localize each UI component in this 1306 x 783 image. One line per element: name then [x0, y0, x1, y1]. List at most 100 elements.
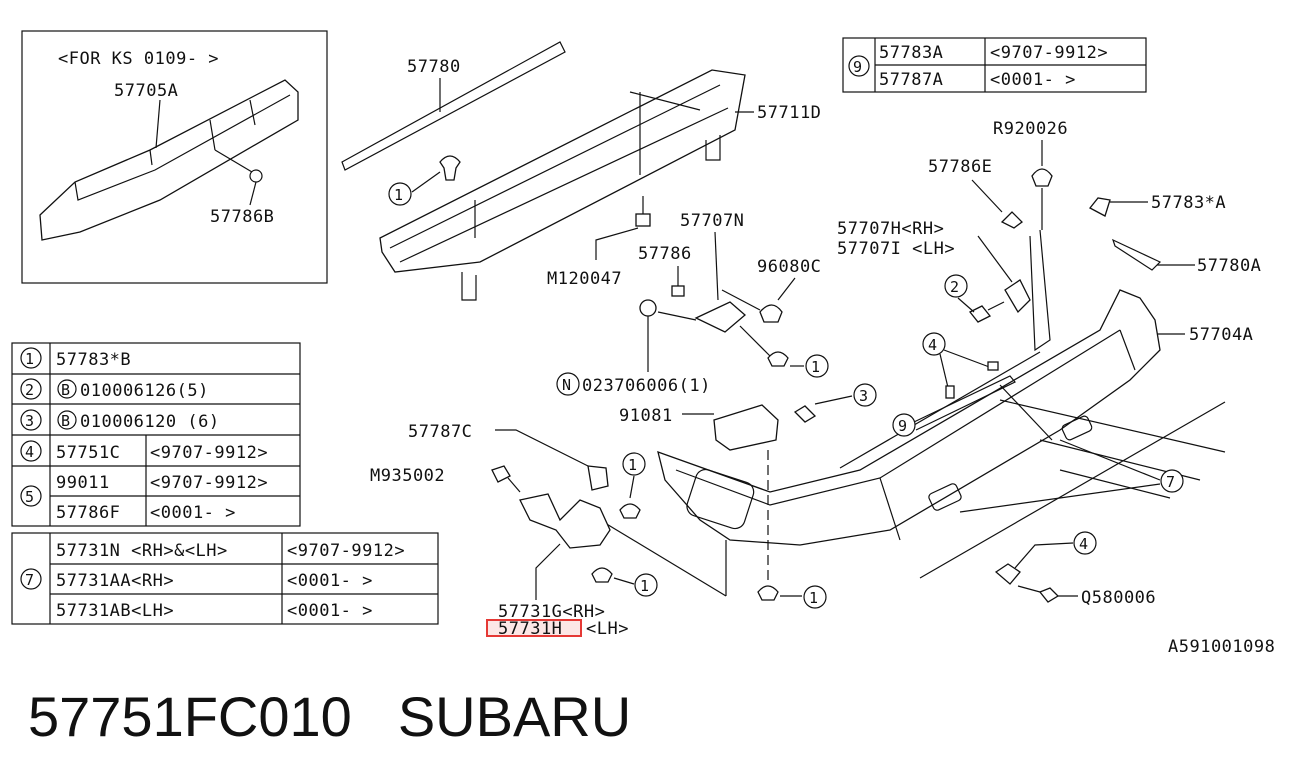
legend-7-row2-range: <0001- > [287, 571, 373, 591]
callout-3: 3 [859, 387, 869, 405]
bumper-beam: 57780 57711D 1 M120047 [341, 41, 821, 301]
label-57786E: 57786E [928, 157, 992, 177]
callout-1c: 1 [809, 589, 819, 607]
legend-ref-2: 2 [25, 381, 35, 399]
clip-icon [1031, 168, 1053, 187]
reflector-91081 [713, 404, 779, 451]
bracket-57787C [587, 465, 609, 491]
legend-ref-3: 3 [25, 412, 35, 430]
legend-row1-part: 57783*B [56, 350, 131, 370]
legend-7-row1-part: 57731N <RH>&<LH> [56, 541, 228, 561]
absorber-shape [39, 79, 299, 241]
part-number: 57751FC010 [28, 684, 352, 748]
label-57780A: 57780A [1197, 256, 1261, 276]
clip-icon [994, 563, 1021, 585]
label-57731G: 57731G<RH> [498, 602, 605, 622]
callout-9: 9 [898, 417, 908, 435]
legend-7-row1-range: <9707-9912> [287, 541, 405, 561]
table-9-row1-range: <9707-9912> [990, 43, 1108, 63]
callout-1d: 1 [628, 456, 638, 474]
clip-icon [1000, 211, 1023, 229]
label-57731H: 57731H [498, 619, 562, 639]
n-mark: N [562, 376, 572, 394]
bumper-cover [657, 229, 1226, 579]
legend-row5-part: 99011 [56, 473, 110, 493]
cover-callouts: 4 9 7 4 Q580006 [892, 332, 1184, 608]
legend-row5-range: <9707-9912> [150, 473, 268, 493]
legend-table-1-6: 1 2 3 4 5 57783*B B 010006126(5) B 01000… [11, 342, 301, 527]
table-9-row2-part: 57787A [879, 70, 943, 90]
callout-2: 2 [950, 278, 960, 296]
legend-7-row3-part: 57731AB<LH> [56, 601, 174, 621]
label-96080C: 96080C [757, 257, 821, 277]
callout-7: 7 [1166, 473, 1176, 491]
clip-icon [759, 304, 783, 323]
parts-diagram: <FOR KS 0109- > 57705A 57786B 9 57783A <… [11, 30, 1275, 657]
callout-1e: 1 [640, 577, 650, 595]
bracket-57707N [694, 301, 746, 333]
legend-ref-1: 1 [25, 350, 35, 368]
clip-icon [619, 503, 641, 519]
bolt-icon [635, 213, 651, 227]
screw-icon [1038, 587, 1060, 603]
label-57707N: 57707N [680, 211, 744, 231]
nut-icon [639, 299, 657, 317]
bolt-icon [793, 405, 817, 423]
callout-5a: 4 [928, 336, 938, 354]
footer: 57751FC010 SUBARU [28, 684, 632, 748]
label-57705A: 57705A [114, 81, 178, 101]
bracket-cluster: 57707N 57786 96080C N 023706006(1) 1 [556, 211, 829, 396]
table-9-row2-range: <0001- > [990, 70, 1076, 90]
lower-center: 91081 3 1 [599, 383, 877, 609]
label-M120047: M120047 [547, 269, 622, 289]
brand-name: SUBARU [397, 684, 632, 748]
callout-1b: 1 [811, 358, 821, 376]
label-57707H: 57707H<RH> [837, 219, 944, 239]
label-57780: 57780 [407, 57, 461, 77]
label-57787C: 57787C [408, 422, 472, 442]
clip-icon [757, 585, 779, 601]
label-57786: 57786 [638, 244, 692, 264]
label-R920026: R920026 [993, 119, 1068, 139]
table-9-ref: 9 [853, 58, 863, 76]
callout-5b: 4 [1079, 535, 1089, 553]
legend-row4-range: <9707-9912> [150, 443, 268, 463]
legend-ref-5: 5 [25, 488, 35, 506]
label-Q580006: Q580006 [1081, 588, 1156, 608]
bracket-57731G [519, 493, 611, 549]
bolt-icon [968, 305, 992, 323]
highlight-box [486, 619, 582, 637]
table-9: 9 57783A <9707-9912> 57787A <0001- > [842, 37, 1147, 93]
legend-7-ref: 7 [25, 571, 35, 589]
label-57711D: 57711D [757, 103, 821, 123]
legend-row2-part: 010006126(5) [80, 381, 209, 401]
inset-note: <FOR KS 0109- > [58, 49, 219, 69]
right-cluster: R920026 57786E 57783*A 57780A 57707H<RH>… [837, 119, 1261, 345]
drawing-number: A591001098 [1168, 637, 1275, 657]
clip-icon [767, 351, 789, 367]
label-M935002: M935002 [370, 466, 445, 486]
clip-icon [439, 155, 461, 181]
label-57704A: 57704A [1189, 325, 1253, 345]
callout-1a: 1 [394, 186, 404, 204]
legend-row2-bmark: B [61, 381, 71, 399]
table-9-row1-part: 57783A [879, 43, 943, 63]
legend-table-7: 7 57731N <RH>&<LH> <9707-9912> 57731AA<R… [11, 532, 439, 625]
label-91081: 91081 [619, 406, 673, 426]
legend-row6-range: <0001- > [150, 503, 236, 523]
bracket-57707H [1004, 279, 1031, 314]
label-57707I: 57707I <LH> [837, 239, 955, 259]
clip-icon [1089, 197, 1111, 217]
legend-7-row3-range: <0001- > [287, 601, 373, 621]
label-57731H-side: <LH> [586, 619, 629, 639]
legend-ref-4: 4 [25, 443, 35, 461]
bolt-icon [491, 465, 511, 483]
label-57786B: 57786B [210, 207, 274, 227]
legend-row6-part: 57786F [56, 503, 120, 523]
label-57783A: 57783*A [1151, 193, 1226, 213]
lower-left-bracket: 57787C M935002 1 1 57731G<RH> 57731H <LH… [370, 422, 658, 639]
legend-row3-part: 010006120 (6) [80, 412, 220, 432]
label-023706006: 023706006(1) [582, 376, 711, 396]
clip-icon [671, 285, 685, 297]
legend-row4-part: 57751C [56, 443, 120, 463]
